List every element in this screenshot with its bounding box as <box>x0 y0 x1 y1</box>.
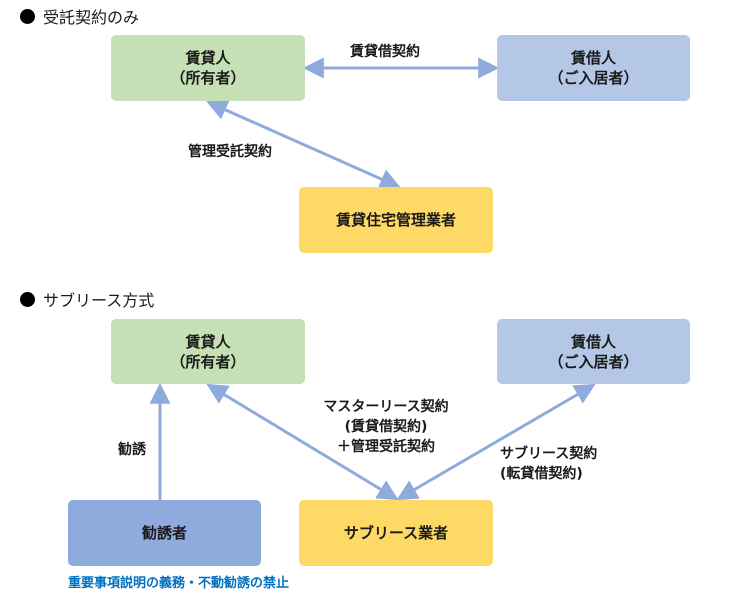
master-lease-line1: マスターリース契約 <box>323 399 449 415</box>
tenant-box: 賃借人 （ご入居者） <box>497 319 690 384</box>
manager-box: 賃貸住宅管理業者 <box>299 187 493 253</box>
owner-label: 賃貸人 <box>185 332 231 351</box>
tenant-sublabel: （ご入居者） <box>548 69 639 87</box>
lease-contract-label: 賃貸借契約 <box>350 44 420 60</box>
master-lease-line3: ＋管理受託契約 <box>337 439 435 455</box>
tenant-label: 賃借人 <box>570 332 616 351</box>
tenant-box: 賃借人 （ご入居者） <box>497 35 690 101</box>
management-arrow <box>206 100 401 189</box>
management-contract-label: 管理受託契約 <box>188 144 272 160</box>
master-lease-arrow <box>206 383 399 501</box>
section1-title: 受託契約のみ <box>43 8 140 27</box>
bullet-icon <box>20 291 35 307</box>
owner-box: 賃貸人 （所有者） <box>111 319 305 384</box>
sublease-arrow <box>396 383 596 501</box>
section1-heading: 受託契約のみ <box>20 4 139 28</box>
owner-box: 賃貸人 （所有者） <box>111 35 305 101</box>
manager-label: 賃貸住宅管理業者 <box>335 211 456 229</box>
sublease-operator-label: サブリース業者 <box>343 524 449 542</box>
sublease-contract-line2: (転貸借契約) <box>500 466 583 482</box>
section2-title: サブリース方式 <box>43 291 155 310</box>
prohibition-note: 重要事項説明の義務・不動勧誘の禁止 <box>68 576 290 591</box>
solicitor-box: 勧誘者 <box>68 500 261 566</box>
owner-label: 賃貸人 <box>185 49 231 67</box>
solicitor-label: 勧誘者 <box>141 524 187 542</box>
tenant-sublabel: （ご入居者） <box>548 352 639 371</box>
solicit-label: 勧誘 <box>118 442 146 458</box>
tenant-label: 賃借人 <box>570 49 616 67</box>
sublease-contract-line1: サブリース契約 <box>500 446 598 462</box>
master-lease-label: マスターリース契約 (賃貸借契約) ＋管理受託契約 <box>318 397 454 457</box>
bullet-icon <box>20 8 35 24</box>
sublease-contract-label: サブリース契約 (転貸借契約) <box>500 444 597 484</box>
sublease-operator-box: サブリース業者 <box>299 500 493 566</box>
section2-heading: サブリース方式 <box>20 287 154 311</box>
master-lease-line2: (賃貸借契約) <box>344 419 428 435</box>
owner-sublabel: （所有者） <box>170 352 246 371</box>
owner-sublabel: （所有者） <box>170 69 246 87</box>
